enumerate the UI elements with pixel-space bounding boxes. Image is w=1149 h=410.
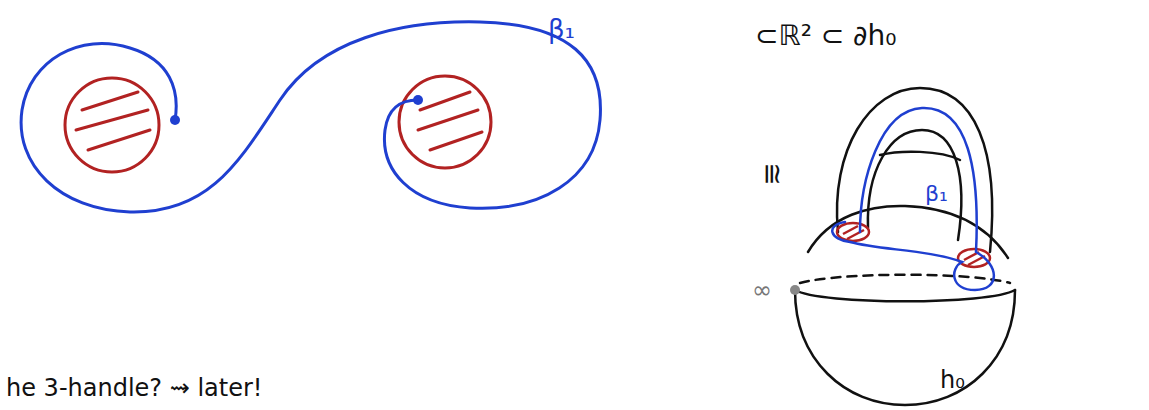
handle-line <box>880 152 960 160</box>
curve-label: β₁ <box>548 16 575 42</box>
equator-back <box>800 275 1010 283</box>
infinity-point <box>790 285 800 295</box>
note: he 3-handle? ⇝ later! <box>6 376 262 400</box>
curve-beta <box>832 108 994 290</box>
equator <box>795 290 1015 301</box>
handle-label: h₀ <box>940 368 965 392</box>
endpoint-dot <box>170 115 180 125</box>
attaching-disk <box>399 76 491 168</box>
attaching-disk <box>837 223 869 241</box>
curve-beta <box>21 22 600 212</box>
curve-label: β₁ <box>925 183 948 205</box>
hatching <box>964 252 985 265</box>
inclusion-note: ⊂ℝ² ⊂ ∂h₀ <box>755 22 897 50</box>
hatching <box>76 92 150 150</box>
endpoint-dot <box>413 95 423 105</box>
homeomorphism-sign: ≅ <box>758 162 786 185</box>
ball-outline <box>795 290 1015 405</box>
attaching-disk <box>65 78 159 172</box>
hatching <box>418 92 482 150</box>
infinity-label: ∞ <box>752 278 772 302</box>
handle-inner <box>868 130 961 240</box>
